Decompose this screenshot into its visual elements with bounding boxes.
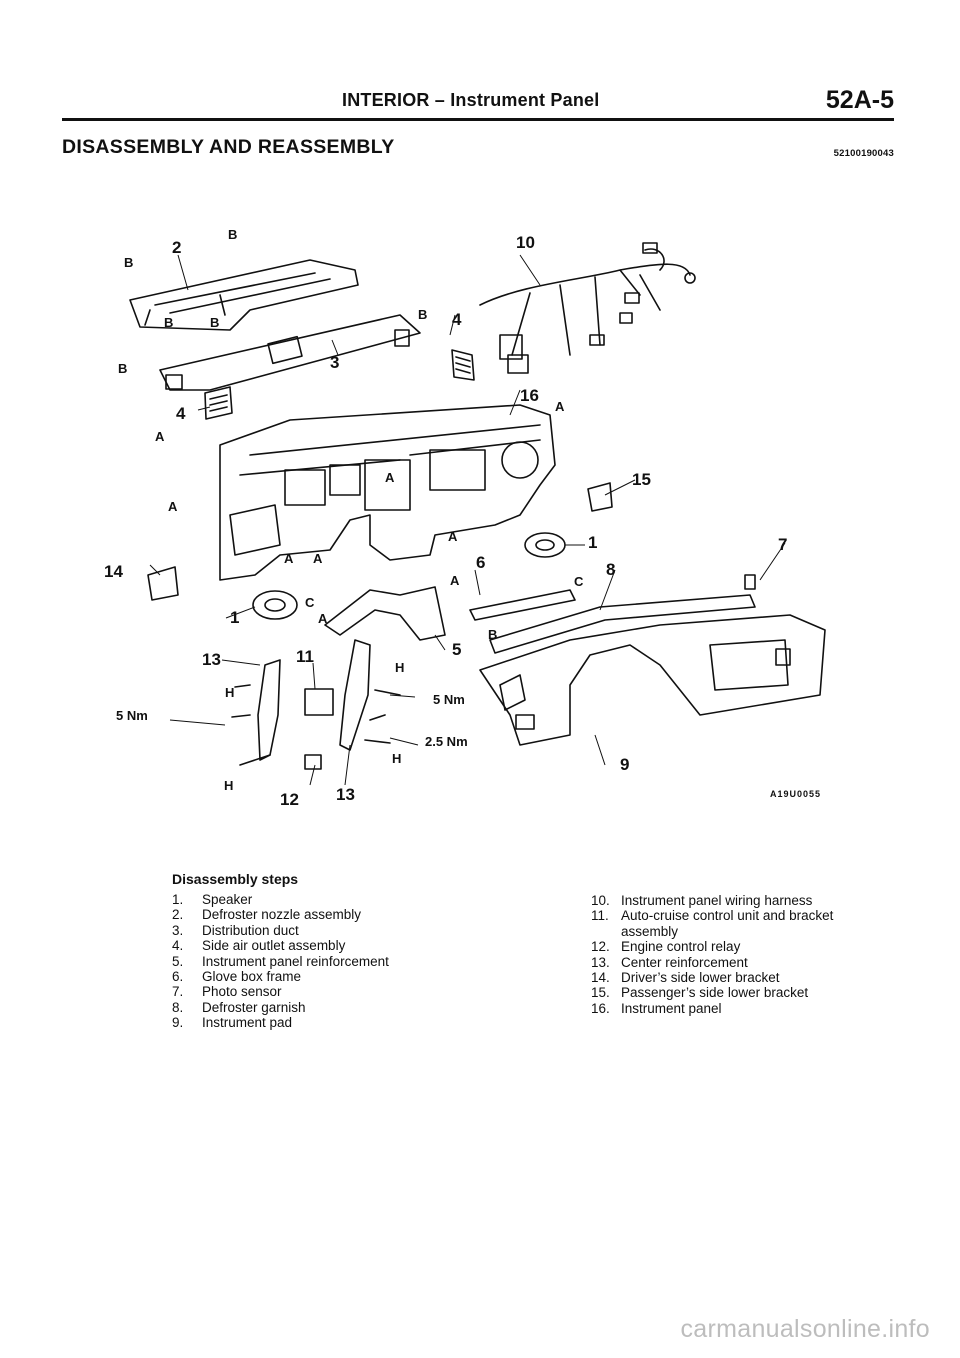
callout-11: 11: [296, 647, 314, 666]
list-item: 12.Engine control relay: [591, 939, 741, 955]
list-item: 16.Instrument panel: [591, 1000, 722, 1016]
callout-16: 16: [520, 386, 539, 405]
list-item: 13.Center reinforcement: [591, 954, 748, 970]
fastener-h-2: H: [225, 685, 234, 700]
list-item: 2.Defroster nozzle assembly: [172, 907, 362, 923]
engine-control-relay-shape: [304, 754, 322, 770]
header-rule: [62, 118, 894, 121]
page-number: 52A-5: [825, 86, 894, 114]
torque-5nm-right: 5 Nm: [433, 692, 465, 707]
fastener-a-5: A: [448, 529, 458, 544]
cruise-control-unit-shape: [304, 688, 334, 716]
fastener-a-6: A: [450, 573, 460, 588]
fastener-b-4: B: [210, 315, 219, 330]
fastener-h-1: H: [395, 660, 404, 675]
distribution-duct-shape: [159, 314, 421, 391]
list-item: 14.Driver’s side lower bracket: [591, 970, 780, 986]
list-item: 10.Instrument panel wiring harness: [591, 893, 813, 908]
torque-5nm-left: 5 Nm: [116, 708, 148, 723]
callout-5: 5: [452, 640, 461, 659]
fastener-b-1: B: [124, 255, 133, 270]
list-item: 3.Distribution duct: [172, 922, 299, 938]
callout-1-right: 1: [588, 533, 597, 552]
callout-7: 7: [778, 535, 787, 554]
callout-9: 9: [620, 755, 629, 774]
fastener-a-7: A: [284, 551, 294, 566]
instrument-pad-shape: [479, 614, 826, 746]
fastener-a-4: A: [385, 470, 395, 485]
callout-14: 14: [104, 562, 123, 581]
page-heading: DISASSEMBLY AND REASSEMBLY: [62, 136, 395, 158]
list-item: 7.Photo sensor: [172, 984, 282, 1000]
callout-15: 15: [632, 470, 651, 489]
list-item: 9.Instrument pad: [172, 1015, 293, 1031]
section-title: INTERIOR – Instrument Panel: [342, 90, 600, 110]
callout-12: 12: [280, 790, 299, 809]
wiring-harness-shape: [479, 263, 691, 356]
fastener-a-2: A: [555, 399, 565, 414]
callout-8: 8: [606, 560, 615, 579]
callout-2: 2: [172, 238, 181, 257]
list-item: 5.Instrument panel reinforcement: [172, 953, 389, 969]
side-outlet-right-shape: [451, 349, 475, 381]
list-item: 4.Side air outlet assembly: [172, 938, 346, 954]
panel-reinforcement-shape: [324, 586, 446, 641]
steps-list-left: 1.Speaker 2.Defroster nozzle assembly 3.…: [172, 892, 472, 1031]
list-item: 8.Defroster garnish: [172, 999, 306, 1015]
fastener-c-2: C: [305, 595, 315, 610]
fastener-b-2: B: [228, 227, 237, 242]
callout-3: 3: [330, 353, 339, 372]
diagram-svg: 2 3 4 4 10 16 15 1 1 7 8 6 5 14 13 11 12…: [104, 227, 826, 809]
glove-box-frame-shape: [469, 589, 576, 621]
watermark: carmanualsonline.info: [680, 1315, 930, 1343]
fastener-b-3: B: [164, 315, 173, 330]
document-code: 52100190043: [833, 148, 894, 159]
fastener-a-9: A: [318, 611, 328, 626]
torque-2-5nm: 2.5 Nm: [425, 734, 468, 749]
callout-1-left: 1: [230, 608, 239, 627]
fastener-b-7: B: [488, 627, 497, 642]
fastener-b-5: B: [418, 307, 427, 322]
center-reinforcement-right-shape: [339, 639, 371, 751]
figure-code: A19U0055: [770, 789, 822, 799]
callout-13-top: 13: [202, 650, 221, 669]
instrument-panel-shape: [219, 404, 556, 581]
list-item: 1.Speaker: [172, 892, 253, 907]
list-item: 11.Auto-cruise control unit and bracket …: [591, 908, 834, 939]
callout-4-left: 4: [176, 404, 186, 423]
list-item: 6.Glove box frame: [172, 969, 302, 985]
fastener-a-1: A: [155, 429, 165, 444]
side-outlet-left-shape: [204, 386, 233, 420]
disassembly-steps-title: Disassembly steps: [172, 871, 299, 887]
callout-6: 6: [476, 553, 485, 572]
exploded-view-diagram: 2 3 4 4 10 16 15 1 1 7 8 6 5 14 13 11 12…: [100, 215, 860, 815]
driver-lower-bracket-shape: [147, 566, 179, 601]
fastener-h-3: H: [392, 751, 401, 766]
list-item: 15.Passenger’s side lower bracket: [591, 985, 809, 1001]
fastener-a-8: A: [313, 551, 323, 566]
passenger-lower-bracket-shape: [587, 482, 613, 512]
callout-4-right: 4: [452, 310, 462, 329]
speaker-left-shape: [252, 590, 298, 620]
defroster-nozzle-shape: [129, 259, 359, 331]
fastener-c-1: C: [574, 574, 584, 589]
callout-10: 10: [516, 233, 535, 252]
fastener-b-6: B: [118, 361, 127, 376]
callout-13-bottom: 13: [336, 785, 355, 804]
center-reinforcement-left-shape: [257, 659, 281, 761]
speaker-right-shape: [524, 532, 566, 558]
page-header: INTERIOR – Instrument Panel 52A-5: [62, 86, 894, 122]
fastener-a-3: A: [168, 499, 178, 514]
fastener-h-4: H: [224, 778, 233, 793]
steps-list-right: 10.Instrument panel wiring harness 11.Au…: [591, 893, 891, 1016]
defroster-garnish-shape: [489, 594, 756, 654]
photo-sensor-shape: [744, 574, 756, 590]
